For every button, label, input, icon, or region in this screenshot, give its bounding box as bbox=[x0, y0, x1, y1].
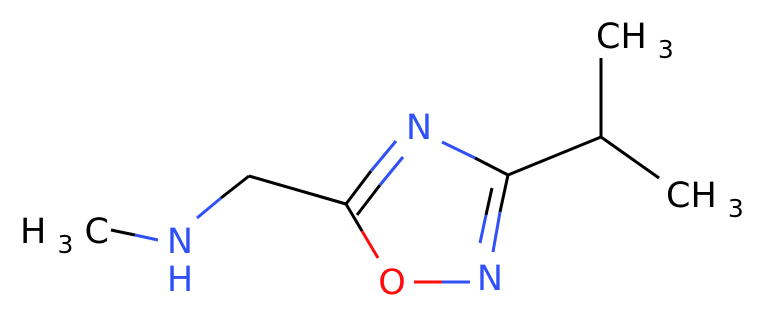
bond-c5-n4-second-carbon-half bbox=[355, 184, 382, 216]
methyl-top-ch: CH bbox=[596, 17, 647, 57]
bond-c3-n2-second-carbon-half bbox=[484, 187, 494, 216]
bond-c3-n2-second-nitrogen-half bbox=[478, 214, 488, 244]
amine-nitrogen-label: N bbox=[167, 222, 193, 262]
bond-o1-c5-oxygen-half bbox=[360, 230, 380, 259]
methyl-bottom-subscript: 3 bbox=[728, 194, 744, 223]
methyl-left-subscript: 3 bbox=[57, 230, 73, 259]
bond-o1-c5-carbon-half bbox=[344, 203, 364, 232]
methyl-top-label: CH 3 bbox=[596, 17, 674, 64]
bond-c5-n4-second-nitrogen-half bbox=[378, 156, 405, 186]
bond-c3-n2-nitrogen-half bbox=[491, 211, 502, 253]
ring-nitrogen-4-label: N bbox=[406, 108, 432, 148]
bond-c5-n4-nitrogen-half bbox=[369, 140, 398, 172]
bond-ch2-nh-nitrogen-half bbox=[196, 196, 222, 220]
bond-ch-ch3-bottom bbox=[600, 135, 660, 180]
bond-n4-c3-carbon-half bbox=[474, 156, 509, 177]
bond-n4-c3-nitrogen-half bbox=[441, 140, 476, 160]
amine-nh-label: N H bbox=[167, 222, 193, 300]
bond-c3-ch bbox=[507, 135, 602, 177]
methyl-top-subscript: 3 bbox=[658, 35, 674, 64]
bond-nh-ch3-carbon-half bbox=[110, 228, 136, 237]
amine-hydrogen-label: H bbox=[167, 260, 193, 300]
bond-nh-ch3-nitrogen-half bbox=[134, 233, 159, 242]
methyl-left-c: C bbox=[85, 212, 109, 252]
methyl-left-label: H 3 C bbox=[20, 212, 109, 262]
methyl-bottom-label: CH 3 bbox=[666, 176, 744, 223]
bond-c3-n2-carbon-half bbox=[498, 174, 510, 213]
bond-c5-ch2 bbox=[248, 174, 347, 206]
bond-ch2-nh-carbon-half bbox=[220, 174, 250, 200]
methyl-left-h: H bbox=[20, 212, 46, 252]
methyl-bottom-ch: CH bbox=[666, 176, 717, 216]
ring-oxygen-1-label: O bbox=[378, 263, 406, 303]
ring-nitrogen-2-label: N bbox=[477, 259, 503, 299]
bond-c5-n4-carbon-half bbox=[344, 170, 373, 205]
